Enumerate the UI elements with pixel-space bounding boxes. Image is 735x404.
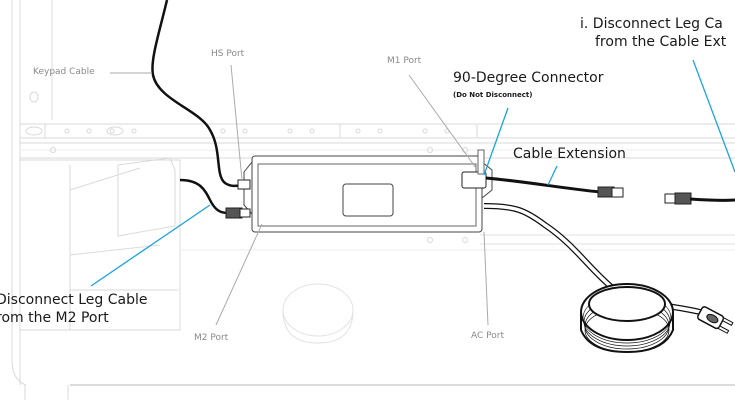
rail-holes: [25, 91, 468, 243]
cable-extension: [485, 176, 601, 194]
connector-callout-title: 90-Degree Connector: [453, 70, 604, 86]
hs-port-plug: [237, 179, 251, 190]
instruction-step-i: i. Disconnect Leg Ca from the Cable Ext: [580, 15, 726, 51]
instruction-step-i-line1: i. Disconnect Leg Ca: [580, 16, 723, 32]
extension-plug: [597, 186, 624, 198]
hs-port-label: HS Port: [211, 49, 245, 59]
callout-leaders: [90, 59, 735, 287]
m2-plug: [225, 207, 251, 219]
connector-callout-note: (Do Not Disconnect): [453, 91, 533, 99]
leg-cable-right: [689, 197, 735, 202]
label-leaders: [110, 64, 489, 326]
cable-extension-label: Cable Extension: [513, 146, 626, 162]
desk-frame: [11, 0, 735, 400]
instruction-m2-line1: Disconnect Leg Cable: [0, 292, 148, 308]
grommet: [282, 283, 354, 344]
ac-power-cord: [483, 203, 734, 354]
m2-leg-cable: [179, 178, 229, 215]
control-box: [243, 155, 493, 233]
keypad-cable: [151, 0, 246, 188]
keypad-cable-label: Keypad Cable: [33, 67, 95, 77]
m1-port-label: M1 Port: [387, 56, 422, 66]
leg-cable-plug: [664, 192, 692, 205]
m2-port-label: M2 Port: [194, 333, 229, 343]
instruction-m2: Disconnect Leg Cable rom the M2 Port: [0, 291, 147, 327]
ac-port-label: AC Port: [471, 331, 504, 341]
instruction-m2-line2: rom the M2 Port: [0, 310, 109, 326]
90-degree-connector: [461, 149, 487, 189]
instruction-step-i-line2: from the Cable Ext: [595, 34, 727, 50]
